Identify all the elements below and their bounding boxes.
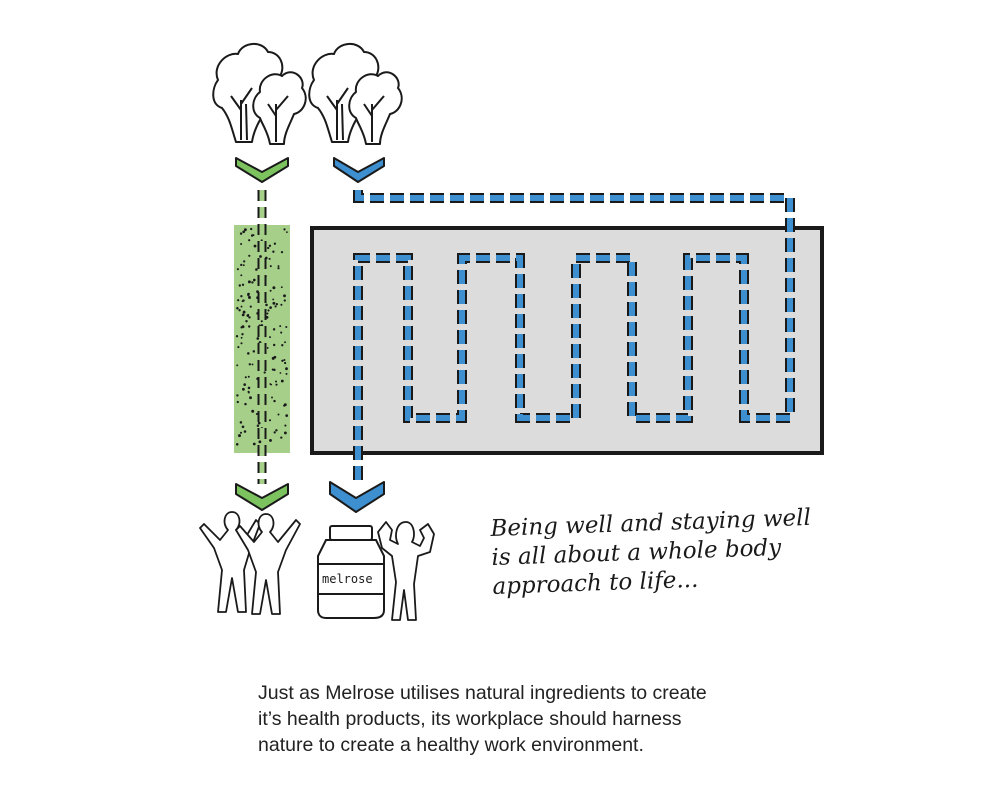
supplement-bottle-icon [317, 525, 385, 619]
caption-line: Just as Melrose utilises natural ingredi… [258, 682, 707, 704]
quote-text: Being well and staying well is all about… [490, 503, 833, 602]
tree-pair-icon [212, 43, 307, 145]
bottle-label: melrose [322, 572, 373, 586]
flexing-person-icon [377, 521, 435, 621]
caption-line: it’s health products, its workplace shou… [258, 708, 682, 730]
chevron-down-icon [235, 157, 289, 183]
tree-pair-icon [308, 43, 403, 145]
caption-line: nature to create a healthy work environm… [258, 734, 644, 756]
chevron-down-icon [329, 481, 385, 513]
cheering-people-icon [199, 511, 301, 615]
caption-text: Just as Melrose utilises natural ingredi… [258, 680, 818, 758]
chevron-down-icon [333, 157, 385, 183]
blue-path [355, 190, 793, 480]
chevron-down-icon [235, 483, 289, 511]
